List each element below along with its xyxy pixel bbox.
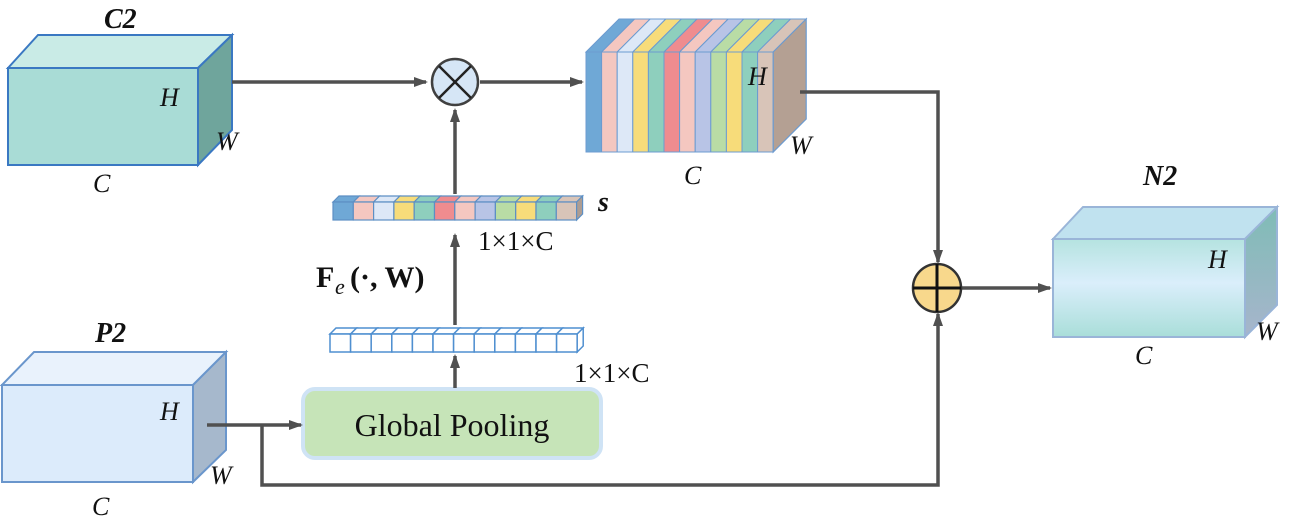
global-pooling-label: Global Pooling <box>355 407 550 443</box>
s-cell <box>535 201 557 221</box>
p2-top-face <box>0 351 229 386</box>
multiply-cross-b <box>438 65 472 99</box>
s-cell <box>474 201 497 221</box>
pooled-cell <box>370 333 393 353</box>
pooled-cell <box>473 333 496 353</box>
scaled-side-face <box>772 17 807 154</box>
pooled-dim-label: 1×1×C <box>574 358 649 388</box>
s-dim-label: 1×1×C <box>478 226 553 256</box>
n2-w-label: W <box>1256 317 1280 346</box>
s-label: s <box>597 187 609 218</box>
pooled-cell <box>349 333 372 353</box>
s-vector <box>331 194 585 222</box>
c2-block <box>5 32 235 168</box>
arrow-p2-skip-to-add <box>260 312 943 487</box>
pooled-cell <box>329 333 352 353</box>
scaled-channel <box>616 51 634 153</box>
scaled-h-label: H <box>747 62 768 91</box>
s-cell <box>393 201 415 221</box>
excitation-main: F <box>316 261 334 294</box>
s-cell <box>515 201 537 221</box>
n2-top-face <box>1050 206 1280 240</box>
scaled-channel <box>601 51 618 153</box>
s-cell <box>454 201 476 221</box>
global-pooling-box <box>301 387 603 460</box>
pooled-cell <box>494 333 517 353</box>
p2-c-label: C <box>92 492 110 520</box>
add-operator <box>911 262 963 314</box>
p2-w-label: W <box>210 461 234 490</box>
pooled-end-face <box>576 326 584 354</box>
scaled-channel <box>585 51 603 153</box>
scaled-channel <box>647 51 665 153</box>
multiply-operator <box>430 57 480 107</box>
s-cell <box>373 201 395 221</box>
pooled-cell <box>391 333 414 353</box>
pooled-cell <box>432 333 455 353</box>
s-cell <box>413 201 436 221</box>
excitation-subscript: e <box>335 274 345 299</box>
c2-title: C2 <box>104 4 137 35</box>
excitation-args: (·, W) <box>350 261 424 294</box>
scaled-channel <box>694 51 712 153</box>
pooled-cell <box>535 333 558 353</box>
n2-block <box>1050 204 1280 340</box>
s-cell <box>352 201 375 221</box>
p2-h-label: H <box>159 397 180 426</box>
s-cell <box>555 201 578 221</box>
scaled-channel <box>663 51 681 153</box>
p2-block <box>0 349 229 485</box>
n2-title: N2 <box>1142 161 1177 192</box>
p2-title: P2 <box>94 318 126 349</box>
scaled-channel <box>632 51 649 153</box>
c2-h-label: H <box>159 83 180 112</box>
pooled-cell <box>411 333 434 353</box>
pooled-cell <box>555 333 578 353</box>
c2-w-label: W <box>216 127 240 156</box>
s-cell <box>332 201 354 221</box>
scaled-w-label: W <box>790 131 814 160</box>
c2-c-label: C <box>93 169 111 198</box>
n2-front-face <box>1052 238 1246 338</box>
s-cell <box>433 201 456 221</box>
s-end-face <box>575 194 584 222</box>
scaled-channel <box>710 51 727 153</box>
scaled-channel <box>725 51 743 153</box>
c2-front-face <box>7 67 199 166</box>
p2-front-face <box>1 384 194 483</box>
scaled-block <box>584 17 808 154</box>
scaled-c-label: C <box>684 161 702 190</box>
scaled-channel <box>679 51 696 153</box>
arrow-scaled-to-add <box>800 90 943 264</box>
connectors <box>207 77 1052 487</box>
pooled-cell <box>452 333 475 353</box>
s-cell <box>494 201 517 221</box>
n2-h-label: H <box>1207 245 1228 274</box>
n2-c-label: C <box>1135 341 1153 370</box>
c2-top-face <box>5 34 235 69</box>
pooled-cell <box>514 333 537 353</box>
pooled-vector <box>328 326 586 354</box>
